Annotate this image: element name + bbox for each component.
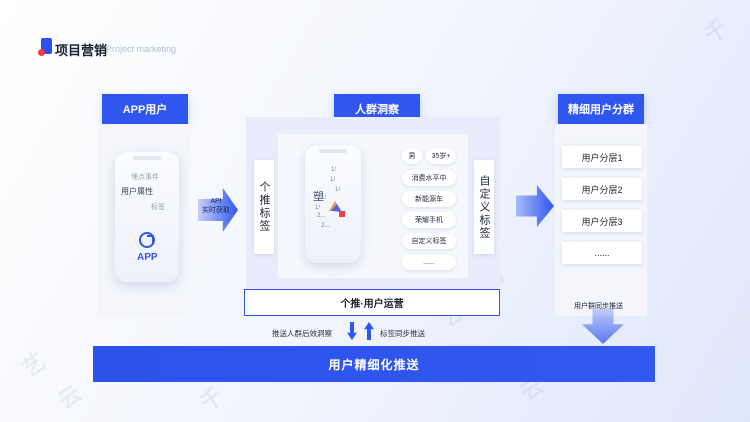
app-user-header: APP用户 bbox=[102, 94, 188, 124]
user-operations-bar: 个推·用户运营 bbox=[244, 289, 500, 316]
data-marker-icon bbox=[339, 211, 345, 217]
app-icon bbox=[139, 232, 155, 248]
page-subtitle: Project marketing bbox=[106, 44, 177, 54]
getui-tag-label: 个推标签 bbox=[254, 160, 274, 254]
watermark-char: 千 bbox=[699, 14, 733, 48]
user-layer-item: 用户分层2 bbox=[562, 178, 642, 200]
flow-arrow-icon bbox=[516, 185, 554, 227]
tag-pill: 荣耀手机 bbox=[402, 212, 456, 228]
user-layer-item: 用户分层1 bbox=[562, 146, 642, 168]
arrow-down-icon bbox=[347, 322, 357, 340]
segmentation-header: 精细用户分群 bbox=[558, 94, 644, 124]
app-label: APP bbox=[137, 252, 158, 263]
custom-tag-label: 自定义标签 bbox=[474, 160, 494, 254]
insight-phone-mockup: 1/ 1/ 1/ 1/ 塑 1/ 2... 2... bbox=[305, 145, 361, 263]
user-layer-item: 用户分层3 bbox=[562, 210, 642, 232]
watermark-char: 千 bbox=[195, 382, 229, 416]
api-arrow-label: API 实时获取 bbox=[199, 197, 233, 215]
tag-pill: ...... bbox=[402, 254, 456, 270]
scatter-number: 1/ bbox=[321, 195, 327, 201]
phone-line-tag: 标签 bbox=[151, 204, 165, 211]
logo-mark bbox=[38, 38, 52, 56]
page-title: 项目营销 bbox=[55, 43, 108, 58]
scatter-glyph: 塑 bbox=[313, 191, 324, 203]
scatter-number: 1/ bbox=[330, 177, 336, 183]
api-label-line1: API bbox=[210, 198, 222, 205]
watermark-char: 艺 bbox=[17, 348, 51, 382]
refined-push-bar: 用户精细化推送 bbox=[93, 346, 655, 382]
tag-pill: 消费水平中 bbox=[402, 170, 456, 186]
chart-icon bbox=[329, 201, 342, 212]
user-layer-item: ...... bbox=[562, 242, 642, 264]
app-phone-mockup: 埋点事件 用户属性 标签 APP bbox=[115, 152, 179, 282]
tag-pill: 男 bbox=[402, 148, 422, 164]
scatter-number: 1/ bbox=[335, 187, 341, 193]
tag-pill: 35岁+ bbox=[426, 148, 456, 164]
phone-line-event: 埋点事件 bbox=[131, 174, 159, 181]
feedback-left-label: 推送人群后效洞察 bbox=[272, 329, 332, 338]
sync-push-label: 用户群同步推送 bbox=[574, 303, 623, 310]
tag-pill: 自定义标签 bbox=[402, 233, 456, 249]
arrow-up-icon bbox=[364, 322, 374, 340]
scatter-number: 2... bbox=[321, 223, 330, 229]
phone-line-attribute: 用户属性 bbox=[121, 187, 153, 196]
watermark-char: 云 bbox=[53, 380, 87, 414]
api-label-line2: 实时获取 bbox=[202, 207, 230, 214]
tag-pill: 新能源车 bbox=[402, 191, 456, 207]
scatter-number: 1/ bbox=[331, 167, 337, 173]
scatter-number: 1/ bbox=[315, 205, 321, 211]
scatter-number: 2... bbox=[317, 213, 326, 219]
feedback-right-label: 标签同步推送 bbox=[380, 329, 425, 338]
